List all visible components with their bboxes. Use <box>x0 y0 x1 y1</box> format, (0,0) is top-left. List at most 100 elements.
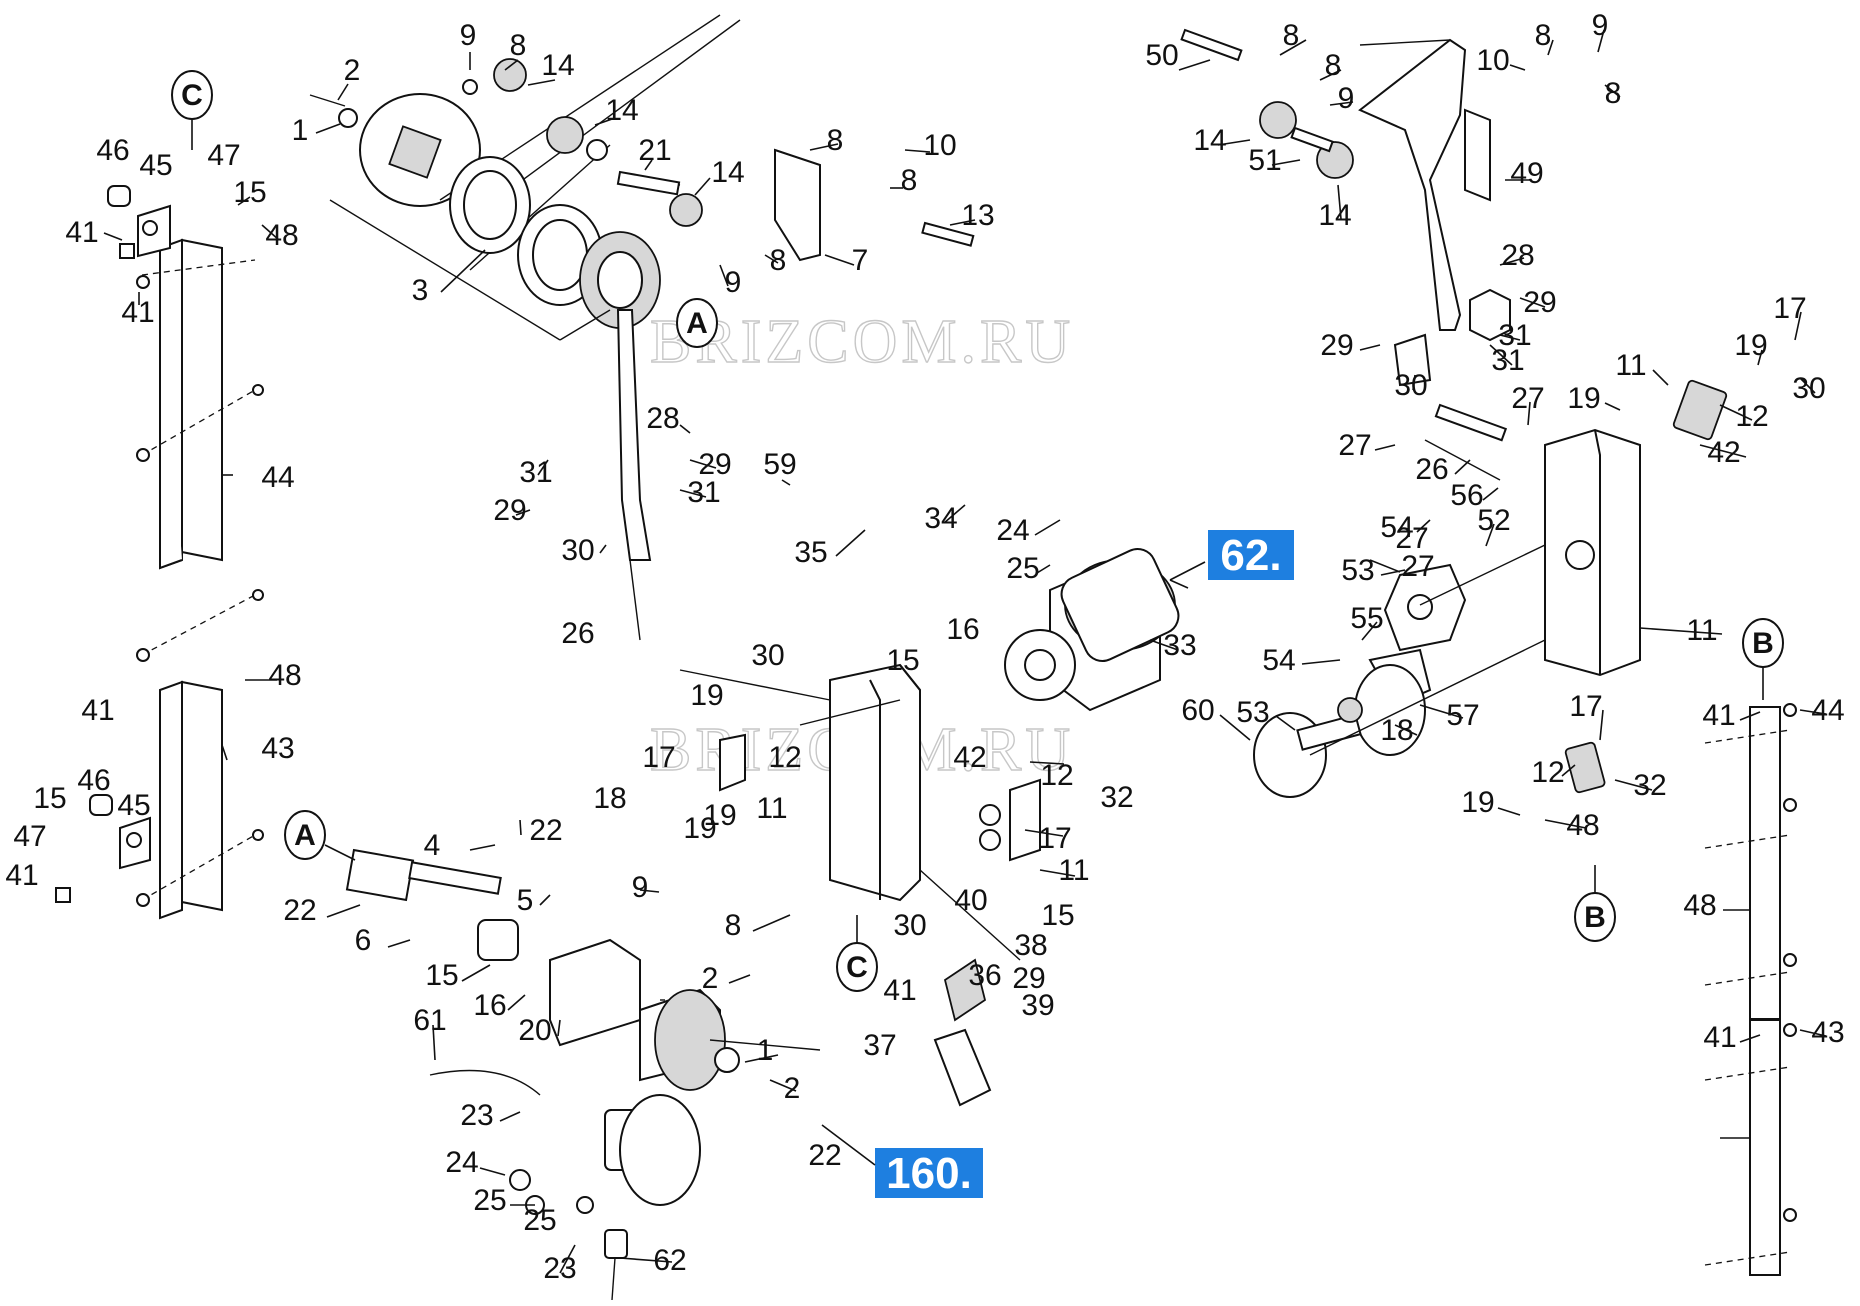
leader-line <box>1219 714 1251 741</box>
leader-line <box>689 459 717 469</box>
part-number-label: 29 <box>493 494 526 527</box>
leader-line <box>1652 369 1669 386</box>
part-number-label: 37 <box>863 1029 896 1062</box>
part-number-label: 30 <box>561 534 594 567</box>
part-number-label: 31 <box>519 456 552 489</box>
leader-line <box>1416 519 1431 533</box>
part-number-label: 22 <box>529 814 562 847</box>
leader-line <box>557 1019 561 1037</box>
leader-line <box>1799 377 1816 394</box>
part-number-label: 54 <box>1380 511 1413 544</box>
part-number-label: 42 <box>1707 436 1740 469</box>
leader-line <box>943 504 966 524</box>
part-number-label: 14 <box>605 94 638 127</box>
part-number-label: 28 <box>1501 239 1534 272</box>
leader-line <box>1329 101 1354 106</box>
part-number-label: 30 <box>893 909 926 942</box>
leader-line <box>1036 564 1051 574</box>
part-number-label: 38 <box>1014 929 1047 962</box>
part-number-label: 8 <box>901 164 918 197</box>
part-number-label: 16 <box>946 613 979 646</box>
part-number-label: 27 <box>1511 382 1544 415</box>
leader-line <box>1369 559 1401 573</box>
leader-line <box>644 159 653 171</box>
leader-line <box>744 1054 779 1063</box>
part-number-label: 11 <box>1615 349 1646 382</box>
part-number-label: 12 <box>1040 759 1073 792</box>
part-number-label: 41 <box>1702 699 1735 732</box>
part-number-label: 47 <box>13 820 46 853</box>
badge-62-bg <box>1208 530 1294 580</box>
part-number-label: 8 <box>770 244 787 277</box>
part-number-label: 39 <box>1021 989 1054 1022</box>
leader-line <box>1279 39 1307 56</box>
leader-line <box>1178 59 1211 71</box>
leader-line <box>1544 819 1587 829</box>
leader-line <box>461 964 491 982</box>
part-number-label: 48 <box>265 219 298 252</box>
part-number-label: 48 <box>268 659 301 692</box>
part-number-label: 22 <box>808 1139 841 1172</box>
part-number-label: 41 <box>121 296 154 329</box>
leader-line <box>1561 764 1576 777</box>
leader-line <box>539 894 551 906</box>
leader-line <box>1361 621 1378 641</box>
part-number-label: 41 <box>883 974 916 1007</box>
part-number-label: 45 <box>139 149 172 182</box>
part-number-label: 2 <box>702 962 719 995</box>
leader-line <box>1799 1029 1827 1037</box>
part-number-label: 8 <box>510 29 527 62</box>
part-number-label: 30 <box>1394 369 1427 402</box>
part-number-label: 47 <box>207 139 240 172</box>
leader-line <box>515 509 531 516</box>
part-number-label: 23 <box>543 1252 576 1285</box>
leader-line <box>1271 159 1301 166</box>
callout-c-top: C <box>181 79 203 112</box>
leader-line <box>1149 639 1179 651</box>
part-number-label: 13 <box>961 199 994 232</box>
leader-line <box>1169 579 1189 589</box>
leader-line <box>479 1167 506 1176</box>
part-number-label: 26 <box>561 617 594 650</box>
callout-b-right: B <box>1752 627 1774 660</box>
part-number-label: 28 <box>646 402 679 435</box>
part-number-label: 8 <box>1605 77 1622 110</box>
part-number-label: 15 <box>33 782 66 815</box>
part-number-label: 46 <box>96 134 129 167</box>
leader-line <box>103 232 123 241</box>
leader-line <box>469 844 496 851</box>
part-number-label: 8 <box>1283 19 1300 52</box>
leader-line <box>639 889 660 893</box>
leader-line <box>1799 709 1827 715</box>
leader-line <box>1794 311 1802 341</box>
leader-line <box>1599 709 1604 741</box>
leader-line <box>1482 487 1499 501</box>
callout-markers: C A A C B B <box>171 70 1784 992</box>
motor-bracket-assembly <box>679 548 1180 1107</box>
leader-line <box>904 149 931 153</box>
callout-b-bottom: B <box>1584 901 1606 934</box>
part-number-label: 52 <box>1477 504 1510 537</box>
part-number-label: 61 <box>413 1004 446 1037</box>
far-right-post <box>1704 703 1797 1276</box>
part-number-label: 51 <box>1248 144 1281 177</box>
part-number-label: 9 <box>1592 9 1609 42</box>
part-number-label: 11 <box>756 792 787 825</box>
part-number-label: 17 <box>1569 690 1602 723</box>
part-number-label: 48 <box>1683 889 1716 922</box>
part-number-label: 15 <box>425 959 458 992</box>
leader-line <box>1419 704 1464 719</box>
part-number-label: 17 <box>1038 822 1071 855</box>
part-number-label: 44 <box>261 461 294 494</box>
part-number-label: 53 <box>1341 554 1374 587</box>
part-number-label: 12 <box>1531 756 1564 789</box>
part-number-label: 2 <box>344 54 361 87</box>
leader-line <box>519 819 522 836</box>
leader-line <box>1489 344 1513 366</box>
leader-line <box>387 939 411 948</box>
part-number-label: 20 <box>518 1014 551 1047</box>
leader-line <box>835 529 866 557</box>
part-number-label: 25 <box>523 1204 556 1237</box>
